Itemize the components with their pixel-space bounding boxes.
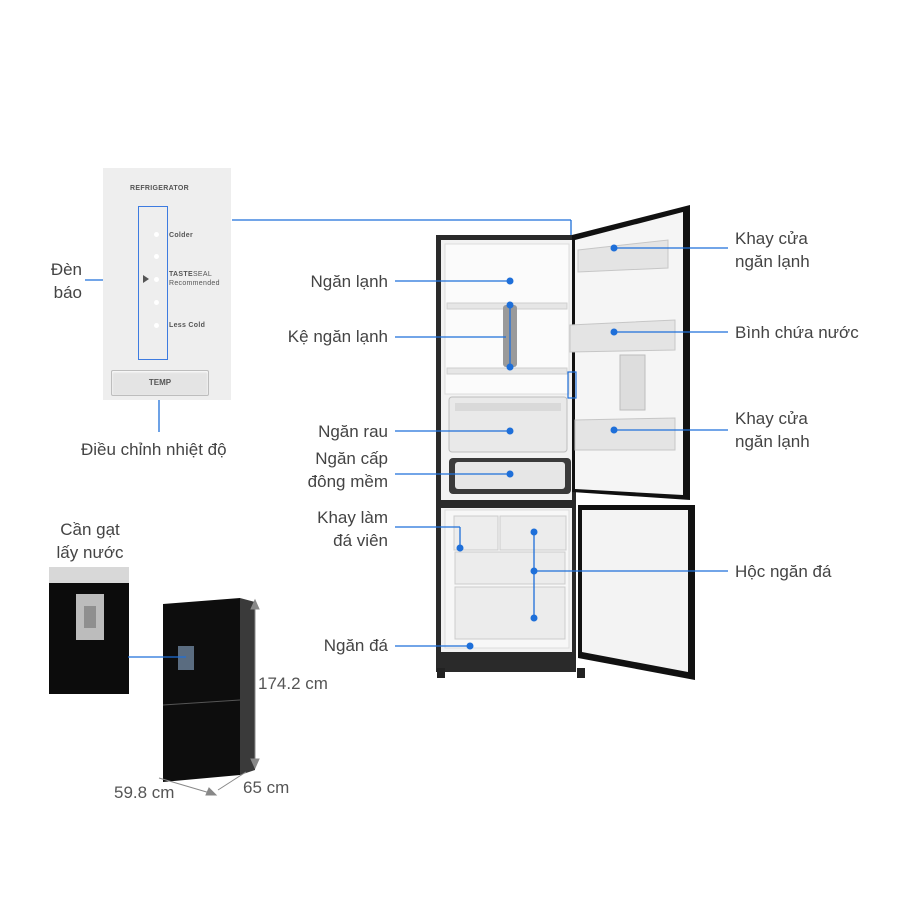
dispenser-closeup — [49, 567, 129, 694]
indicator-light — [154, 254, 159, 259]
label-khay-cua-1-line2: ngăn lạnh — [735, 252, 810, 271]
label-khay-da: Khay làm đá viên — [260, 506, 388, 552]
label-khay-da-line1: Khay làm — [317, 508, 388, 527]
indicator-light — [154, 277, 159, 282]
label-ke-ngan-lanh: Kệ ngăn lạnh — [287, 327, 388, 346]
tasteseal-bold: TASTE — [169, 271, 193, 278]
recommended-label: Recommended — [169, 280, 220, 287]
label-den-bao-line2: báo — [53, 283, 82, 302]
upper-door — [569, 205, 690, 500]
label-khay-cua-2-line2: ngăn lạnh — [735, 432, 810, 451]
label-ngan-lanh: Ngăn lạnh — [310, 272, 388, 291]
control-panel: REFRIGERATOR Colder TASTESEAL Recommende… — [103, 168, 231, 400]
dimension-lines — [158, 598, 260, 796]
label-can-gat: Cần gạt lấy nước — [40, 518, 140, 564]
dimension-height: 174.2 cm — [258, 674, 328, 693]
label-can-gat-line2: lấy nước — [56, 543, 124, 562]
label-khay-da-line2: đá viên — [333, 531, 388, 550]
label-den-bao-line1: Đèn — [50, 260, 82, 279]
indicator-light — [154, 323, 159, 328]
colder-label: Colder — [169, 232, 193, 239]
dimension-depth: 65 cm — [243, 778, 290, 797]
indicator-light — [154, 300, 159, 305]
tasteseal-label: TASTESEAL — [169, 271, 212, 278]
indicator-light — [154, 232, 159, 237]
less-cold-label: Less Cold — [169, 322, 206, 329]
label-ngan-cap-line1: Ngăn cấp — [315, 449, 388, 468]
label-khay-cua-2: Khay cửa ngăn lạnh — [735, 407, 810, 453]
label-ngan-da: Ngăn đá — [323, 636, 388, 655]
label-hoc-ngan-da: Hộc ngăn đá — [735, 562, 832, 581]
tasteseal-rest: SEAL — [192, 271, 213, 278]
label-den-bao: Đèn báo — [40, 258, 82, 304]
label-dieu-chinh: Điều chỉnh nhiệt độ — [81, 440, 227, 459]
label-khay-cua-2-line1: Khay cửa — [735, 409, 808, 428]
closed-fridge — [162, 598, 255, 782]
label-ngan-cap-line2: đông mềm — [307, 472, 388, 491]
label-khay-cua-1: Khay cửa ngăn lạnh — [735, 227, 810, 273]
indicator-frame — [138, 206, 168, 360]
label-ngan-cap: Ngăn cấp đông mềm — [260, 447, 388, 493]
label-khay-cua-1-line1: Khay cửa — [735, 229, 808, 248]
callout-lines — [85, 219, 728, 658]
panel-title: REFRIGERATOR — [130, 185, 189, 192]
label-can-gat-line1: Cần gạt — [60, 520, 120, 539]
temp-button-label: TEMP — [148, 378, 172, 387]
lower-door — [578, 505, 695, 680]
open-fridge — [436, 235, 585, 678]
label-binh-chua-nuoc: Bình chứa nước — [735, 323, 859, 342]
dimension-width: 59.8 cm — [114, 783, 175, 802]
label-ngan-rau: Ngăn rau — [318, 422, 388, 441]
arrow-icon — [143, 275, 149, 283]
callout-dots — [456, 244, 618, 650]
temp-button[interactable]: TEMP — [111, 370, 209, 396]
